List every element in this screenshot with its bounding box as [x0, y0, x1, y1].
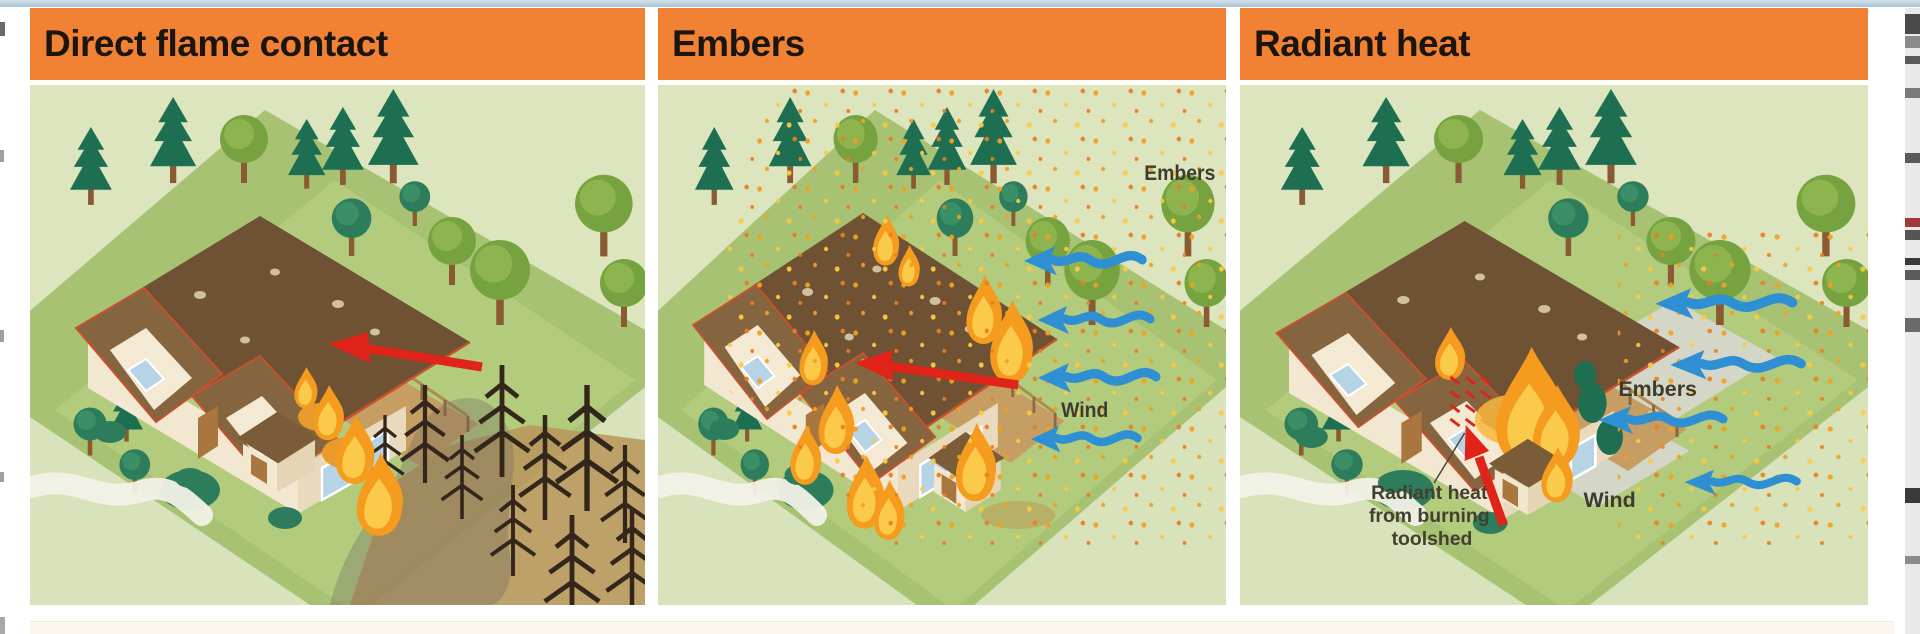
- panel-direct-flame-contact: Direct flame contact: [30, 8, 645, 605]
- left-edge-mark: [0, 22, 5, 36]
- panel-title: Embers: [672, 23, 805, 64]
- smoke: [330, 398, 514, 605]
- panel-title: Direct flame contact: [44, 23, 388, 64]
- wind-label: Wind: [1584, 489, 1636, 512]
- flames: [294, 367, 403, 536]
- panel-header: Direct flame contact: [30, 8, 645, 80]
- panel-radiant-heat: Radiant heat: [1240, 8, 1868, 605]
- panel-illustration: [30, 85, 645, 605]
- left-edge-mark: [0, 150, 4, 162]
- red-arrow: [854, 350, 1019, 390]
- red-arrow: [1464, 425, 1508, 527]
- embers-label: Embers: [1144, 162, 1215, 185]
- embers-label: Embers: [1618, 378, 1697, 401]
- panel-header: Radiant heat: [1240, 8, 1868, 80]
- panel-illustration: Embers Wind: [658, 85, 1226, 605]
- panel-illustration: Embers Wind Radiant heat from burning to…: [1240, 85, 1868, 605]
- bottom-page-edge: [30, 621, 1894, 634]
- ember-dots: [722, 85, 1226, 545]
- callout-leader-line: [1433, 432, 1466, 484]
- red-arrow: [328, 332, 483, 372]
- wind-label: Wind: [1061, 399, 1108, 422]
- burning-toolshed: [1474, 347, 1581, 515]
- panel-title: Radiant heat: [1254, 23, 1471, 64]
- panel-embers: Embers: [658, 8, 1226, 605]
- window-top-edge: [0, 0, 1920, 7]
- left-edge-mark: [0, 330, 4, 342]
- left-edge-mark: [0, 472, 4, 482]
- left-edge-mark: [0, 617, 5, 634]
- scrollbar[interactable]: [1905, 8, 1920, 634]
- bushes: [1573, 361, 1623, 455]
- radiant-heat-callout: Radiant heat from burning toolshed: [1369, 483, 1495, 550]
- panel-header: Embers: [658, 8, 1226, 80]
